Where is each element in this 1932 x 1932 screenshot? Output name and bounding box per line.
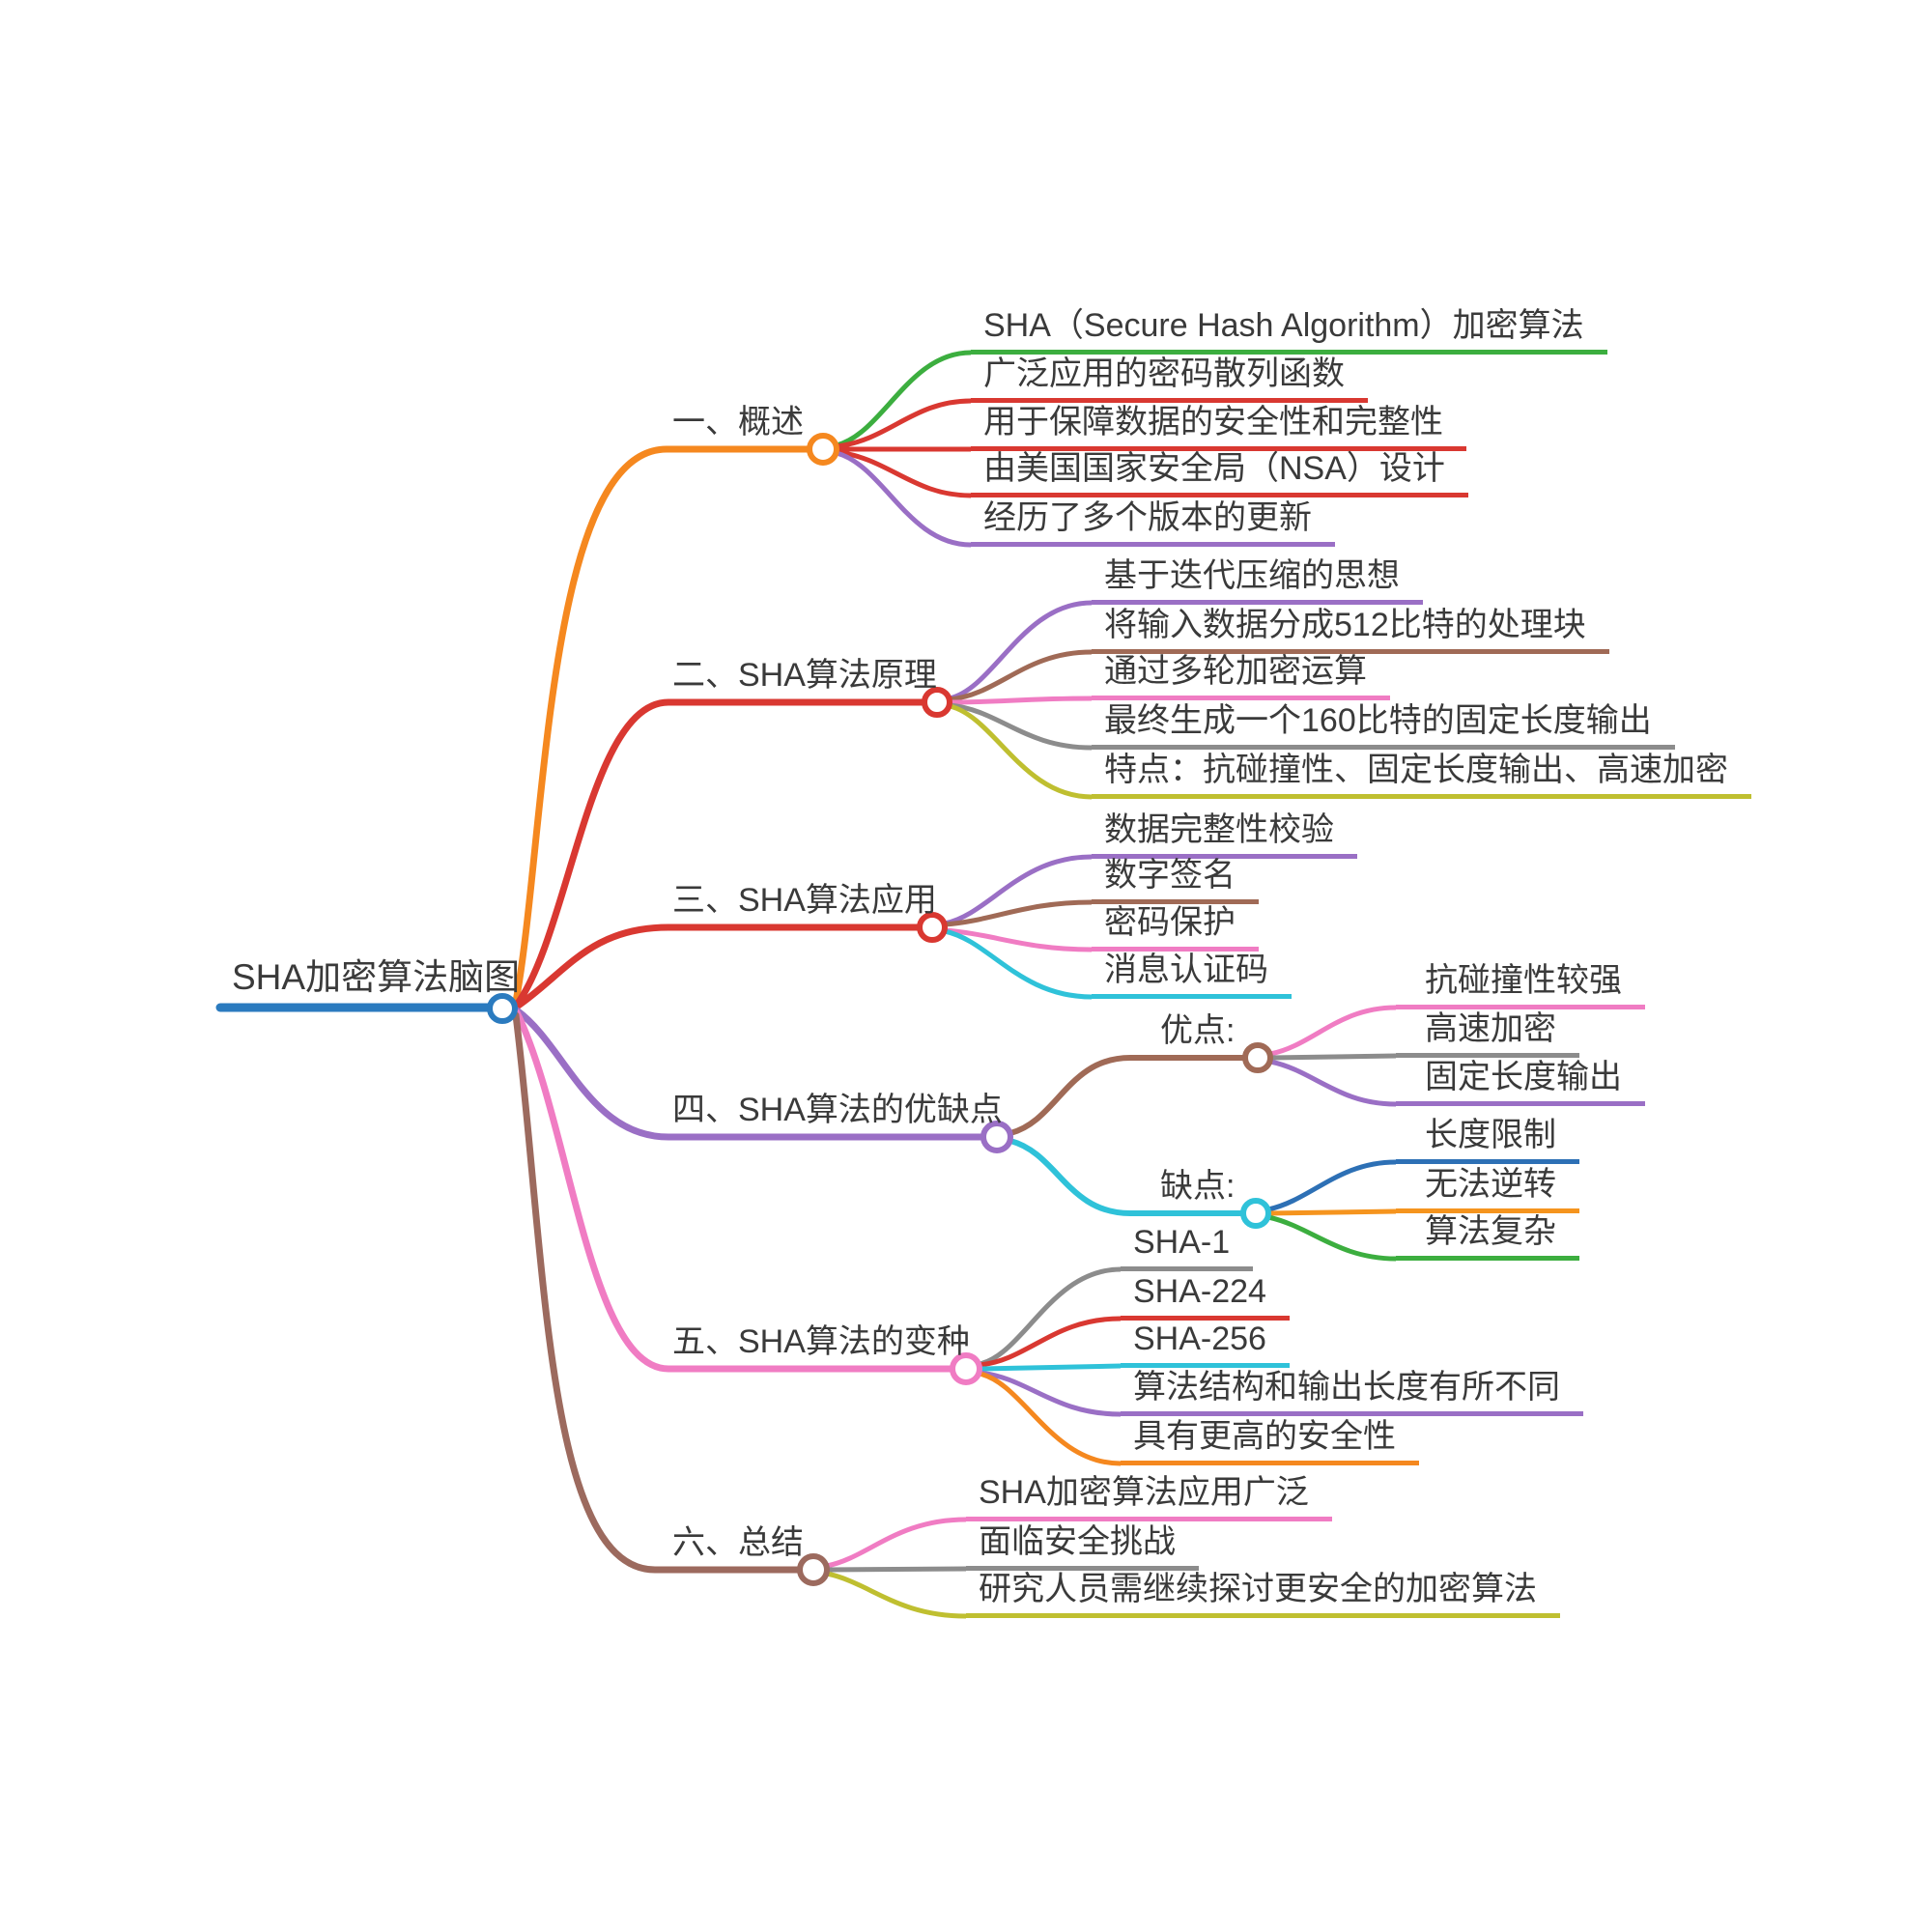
topic-2-label[interactable]: 二、SHA算法原理 <box>672 657 937 694</box>
root-node-circle[interactable] <box>487 993 518 1024</box>
connector-b1-c5 <box>836 450 972 548</box>
topic-2-circle[interactable] <box>922 687 952 718</box>
child-summary-1[interactable]: SHA加密算法应用广泛 <box>966 1471 1332 1521</box>
child-variants-4[interactable]: 算法结构和输出长度有所不同 <box>1121 1366 1583 1416</box>
child-apps-1[interactable]: 数据完整性校验 <box>1092 809 1357 859</box>
connector-pros-c3 <box>1269 1059 1397 1107</box>
child-principle-3[interactable]: 通过多轮加密运算 <box>1092 650 1390 700</box>
connector-b5-c2 <box>979 1316 1122 1368</box>
connector-pros-c1 <box>1269 1005 1397 1057</box>
child-principle-1[interactable]: 基于迭代压缩的思想 <box>1092 554 1423 605</box>
connector-b1-c1 <box>836 350 972 448</box>
connector-b6-c2 <box>826 1566 967 1573</box>
child-overview-5[interactable]: 经历了多个版本的更新 <box>971 497 1335 547</box>
connector-root-branch-4 <box>513 1007 986 1141</box>
topic-1-circle[interactable] <box>807 433 839 466</box>
topic-3-circle[interactable] <box>917 912 948 943</box>
child-apps-4[interactable]: 消息认证码 <box>1092 949 1292 999</box>
pros-label[interactable]: 优点: <box>1160 1012 1236 1049</box>
child-principle-4[interactable]: 最终生成一个160比特的固定长度输出 <box>1092 699 1675 750</box>
connector-b4-cons <box>1008 1138 1245 1216</box>
child-overview-2[interactable]: 广泛应用的密码散列函数 <box>971 353 1368 403</box>
grandchild-cons-3[interactable]: 算法复杂 <box>1396 1210 1579 1261</box>
connector-b2-c1 <box>949 600 1093 701</box>
grandchild-cons-2[interactable]: 无法逆转 <box>1396 1163 1579 1213</box>
topic-6-label[interactable]: 六、总结 <box>672 1524 804 1561</box>
child-principle-2[interactable]: 将输入数据分成512比特的处理块 <box>1092 604 1609 654</box>
topic-4-circle[interactable] <box>980 1121 1013 1153</box>
connector-b3-c1 <box>944 854 1093 926</box>
connector-root-branch-2 <box>513 698 927 1009</box>
child-apps-2[interactable]: 数字签名 <box>1092 854 1259 904</box>
grandchild-cons-1[interactable]: 长度限制 <box>1396 1114 1579 1164</box>
grandchild-pros-3[interactable]: 固定长度输出 <box>1396 1056 1645 1106</box>
connector-b6-c1 <box>826 1517 967 1569</box>
root-node-label[interactable]: SHA加密算法脑图 <box>232 957 521 997</box>
connector-root-branch-1 <box>512 445 813 1006</box>
connector-b2-c2 <box>949 649 1093 702</box>
topic-5-circle[interactable] <box>950 1352 982 1385</box>
topic-5-label[interactable]: 五、SHA算法的变种 <box>672 1323 970 1360</box>
child-summary-3[interactable]: 研究人员需继续探讨更安全的加密算法 <box>966 1568 1560 1618</box>
connector-b4-pros <box>1008 1055 1247 1136</box>
child-overview-3[interactable]: 用于保障数据的安全性和完整性 <box>971 401 1466 451</box>
connector-b3-c4 <box>944 928 1093 1000</box>
child-variants-3[interactable]: SHA-256 <box>1121 1318 1290 1368</box>
connector-b5-c3 <box>979 1363 1122 1372</box>
connector-b3-c3 <box>944 927 1093 952</box>
connector-cons-c3 <box>1267 1214 1397 1262</box>
child-variants-5[interactable]: 具有更高的安全性 <box>1121 1415 1419 1465</box>
child-variants-2[interactable]: SHA-224 <box>1121 1270 1290 1321</box>
connector-b2-c3 <box>949 696 1093 705</box>
connector-cons-c2 <box>1267 1208 1397 1216</box>
connector-b1-c2 <box>836 398 972 449</box>
connector-root-branch-5 <box>513 1009 955 1373</box>
connector-b5-c5 <box>979 1371 1122 1466</box>
connector-cons-c1 <box>1267 1159 1397 1212</box>
connector-b1-c4 <box>836 449 972 498</box>
child-overview-4[interactable]: 由美国国家安全局（NSA）设计 <box>971 447 1468 497</box>
grandchild-pros-1[interactable]: 抗碰撞性较强 <box>1396 959 1645 1009</box>
cons-circle[interactable] <box>1240 1198 1271 1229</box>
topic-4-label[interactable]: 四、SHA算法的优缺点 <box>672 1092 1003 1128</box>
child-summary-2[interactable]: 面临安全挑战 <box>966 1520 1199 1571</box>
connector-b5-c4 <box>979 1370 1122 1417</box>
child-apps-3[interactable]: 密码保护 <box>1092 901 1259 952</box>
connector-pros-c2 <box>1269 1053 1397 1061</box>
pros-circle[interactable] <box>1242 1042 1273 1073</box>
cons-label[interactable]: 缺点: <box>1160 1168 1236 1205</box>
topic-1-label[interactable]: 一、概述 <box>672 404 804 440</box>
connector-b5-c1 <box>979 1266 1122 1367</box>
grandchild-pros-2[interactable]: 高速加密 <box>1396 1008 1579 1058</box>
topic-6-circle[interactable] <box>797 1553 830 1586</box>
child-principle-5[interactable]: 特点：抗碰撞性、固定长度输出、高速加密 <box>1092 749 1751 799</box>
child-overview-1[interactable]: SHA（Secure Hash Algorithm）加密算法 <box>971 304 1607 355</box>
child-variants-1[interactable]: SHA-1 <box>1121 1221 1254 1271</box>
connector-b3-c2 <box>944 899 1093 927</box>
connector-b2-c5 <box>949 703 1093 800</box>
connector-root-branch-3 <box>513 923 923 1010</box>
topic-3-label[interactable]: 三、SHA算法应用 <box>672 882 937 919</box>
connector-b6-c3 <box>826 1571 967 1619</box>
connector-root-branch-6 <box>512 1011 803 1574</box>
connector-b2-c4 <box>949 702 1093 751</box>
